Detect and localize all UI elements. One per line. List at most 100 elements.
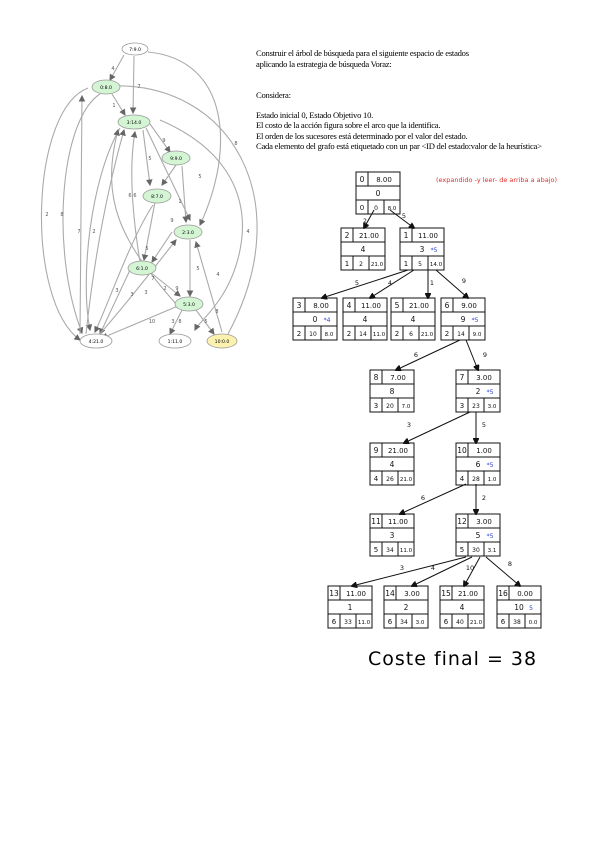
svg-text:1:11.0: 1:11.0 [168, 339, 183, 345]
graph-edge [41, 87, 89, 341]
tree-node-f: 1.0 [488, 477, 497, 483]
tree-node-value: 10 [514, 603, 524, 612]
tree-node-value: 4 [363, 315, 368, 324]
tree-node-depth: 6 [501, 618, 506, 626]
graph-node: 1:11.0 [158, 333, 192, 349]
edge-label: 10 [149, 319, 155, 325]
tree-node-heuristic: 3.00 [476, 374, 492, 382]
tree-node-value: 3 [390, 531, 395, 540]
svg-text:8:7.0: 8:7.0 [151, 194, 163, 200]
svg-text:7:9.0: 7:9.0 [129, 47, 141, 53]
tree-node-f: 0.0 [529, 620, 538, 626]
tree-edge [322, 269, 409, 298]
graph-node: 8:7.0 [142, 188, 172, 204]
tree-node-mark: *5 [487, 533, 494, 540]
edge-label: 7 [77, 229, 80, 235]
graph-node: 3:14.0 [117, 114, 151, 130]
condition-line: El costo de la acción figura sobre el ar… [256, 120, 441, 130]
tree-node-f: 14.0 [430, 262, 443, 268]
tree-edge-label: 9 [462, 277, 466, 285]
graph-edge [106, 82, 258, 335]
svg-text:6:1.0: 6:1.0 [136, 266, 148, 272]
tree-node-id: 3 [297, 301, 302, 310]
tree-node-f: 11.0 [373, 332, 386, 338]
edge-label: 1 [178, 199, 181, 205]
graph-edge [100, 305, 179, 339]
tree-node-parent: 2 [359, 261, 363, 268]
tree-edge [435, 269, 468, 298]
edge-label: 3 [144, 290, 147, 296]
tree-node-heuristic: 11.00 [418, 232, 438, 240]
tree-edge-label: 3 [400, 564, 404, 572]
tree-edge [400, 483, 467, 514]
graph-edge [111, 93, 126, 116]
graph-edge [142, 129, 153, 187]
tree-node-heuristic: 11.00 [388, 518, 408, 526]
graph-node: 0:8.0 [91, 79, 121, 95]
tree-node-parent: 34 [386, 547, 394, 554]
tree-node-id: 4 [347, 301, 352, 310]
tree-node-value: 2 [404, 603, 409, 612]
tree-edge-label: 3 [407, 421, 411, 429]
tree-node-depth: 2 [297, 330, 301, 338]
svg-text:10:0.0: 10:0.0 [215, 339, 230, 345]
tree-edge [352, 556, 467, 586]
edge-label: 6 [133, 193, 136, 199]
tree-node-depth: 6 [388, 618, 393, 626]
edge-label: 8 [234, 141, 237, 147]
tree-node-f: 7.0 [402, 404, 411, 410]
tree-edge [364, 209, 375, 228]
condition-line: Cada elemento del grafo está etiquetado … [256, 141, 542, 151]
tree-node-id: 14 [385, 589, 395, 598]
graph-edge [111, 128, 177, 305]
edge-label: 7 [151, 276, 154, 282]
tree-edge-label: 5 [355, 279, 359, 287]
graph-edge [109, 54, 125, 81]
tree-node-id: 10 [457, 446, 467, 455]
svg-text:4:21.0: 4:21.0 [89, 339, 104, 345]
tree-node-heuristic: 21.00 [409, 302, 429, 310]
graph-node: 6:1.0 [127, 260, 157, 276]
tree-node-mark: *5 [487, 462, 494, 469]
tree-node-value: 3 [420, 245, 425, 254]
tree-node-f: 21.0 [421, 332, 434, 338]
tree-node-f: 9.0 [473, 332, 482, 338]
edge-label: 4 [216, 272, 219, 278]
tree-node-depth: 6 [444, 618, 449, 626]
tree-node-id: 7 [460, 373, 465, 382]
tree-edge [396, 339, 461, 370]
tree-node-heuristic: 8.00 [376, 176, 392, 184]
tree-node-value: 4 [390, 460, 395, 469]
tree-edge-label: 5 [482, 421, 486, 429]
edge-label: 5 [196, 266, 199, 272]
edge-label: 5 [198, 174, 201, 180]
tree-node-heuristic: 3.00 [404, 590, 420, 598]
edge-label: 3 [115, 288, 118, 294]
tree-node-mark: *5 [431, 247, 438, 254]
tree-node-mark: *4 [324, 317, 331, 324]
svg-text:5:3.0: 5:3.0 [183, 302, 195, 308]
graph-edge [149, 123, 171, 153]
tree-node-depth: 6 [332, 618, 337, 626]
tree-node-f: 8.0 [325, 332, 334, 338]
tree-node-value: 4 [361, 245, 366, 254]
intro-line: aplicando la estrategia de búsqueda Vora… [256, 58, 392, 69]
graph-edge [94, 204, 154, 333]
tree-edge-label: 10 [466, 564, 474, 572]
tree-node-mark: 5 [529, 605, 533, 612]
tree-node-value: 2 [476, 387, 481, 396]
graph-edge [149, 271, 181, 297]
tree-node-id: 0 [360, 175, 365, 184]
tree-edge-label: 8 [508, 560, 512, 568]
tree-node-heuristic: 21.00 [359, 232, 379, 240]
